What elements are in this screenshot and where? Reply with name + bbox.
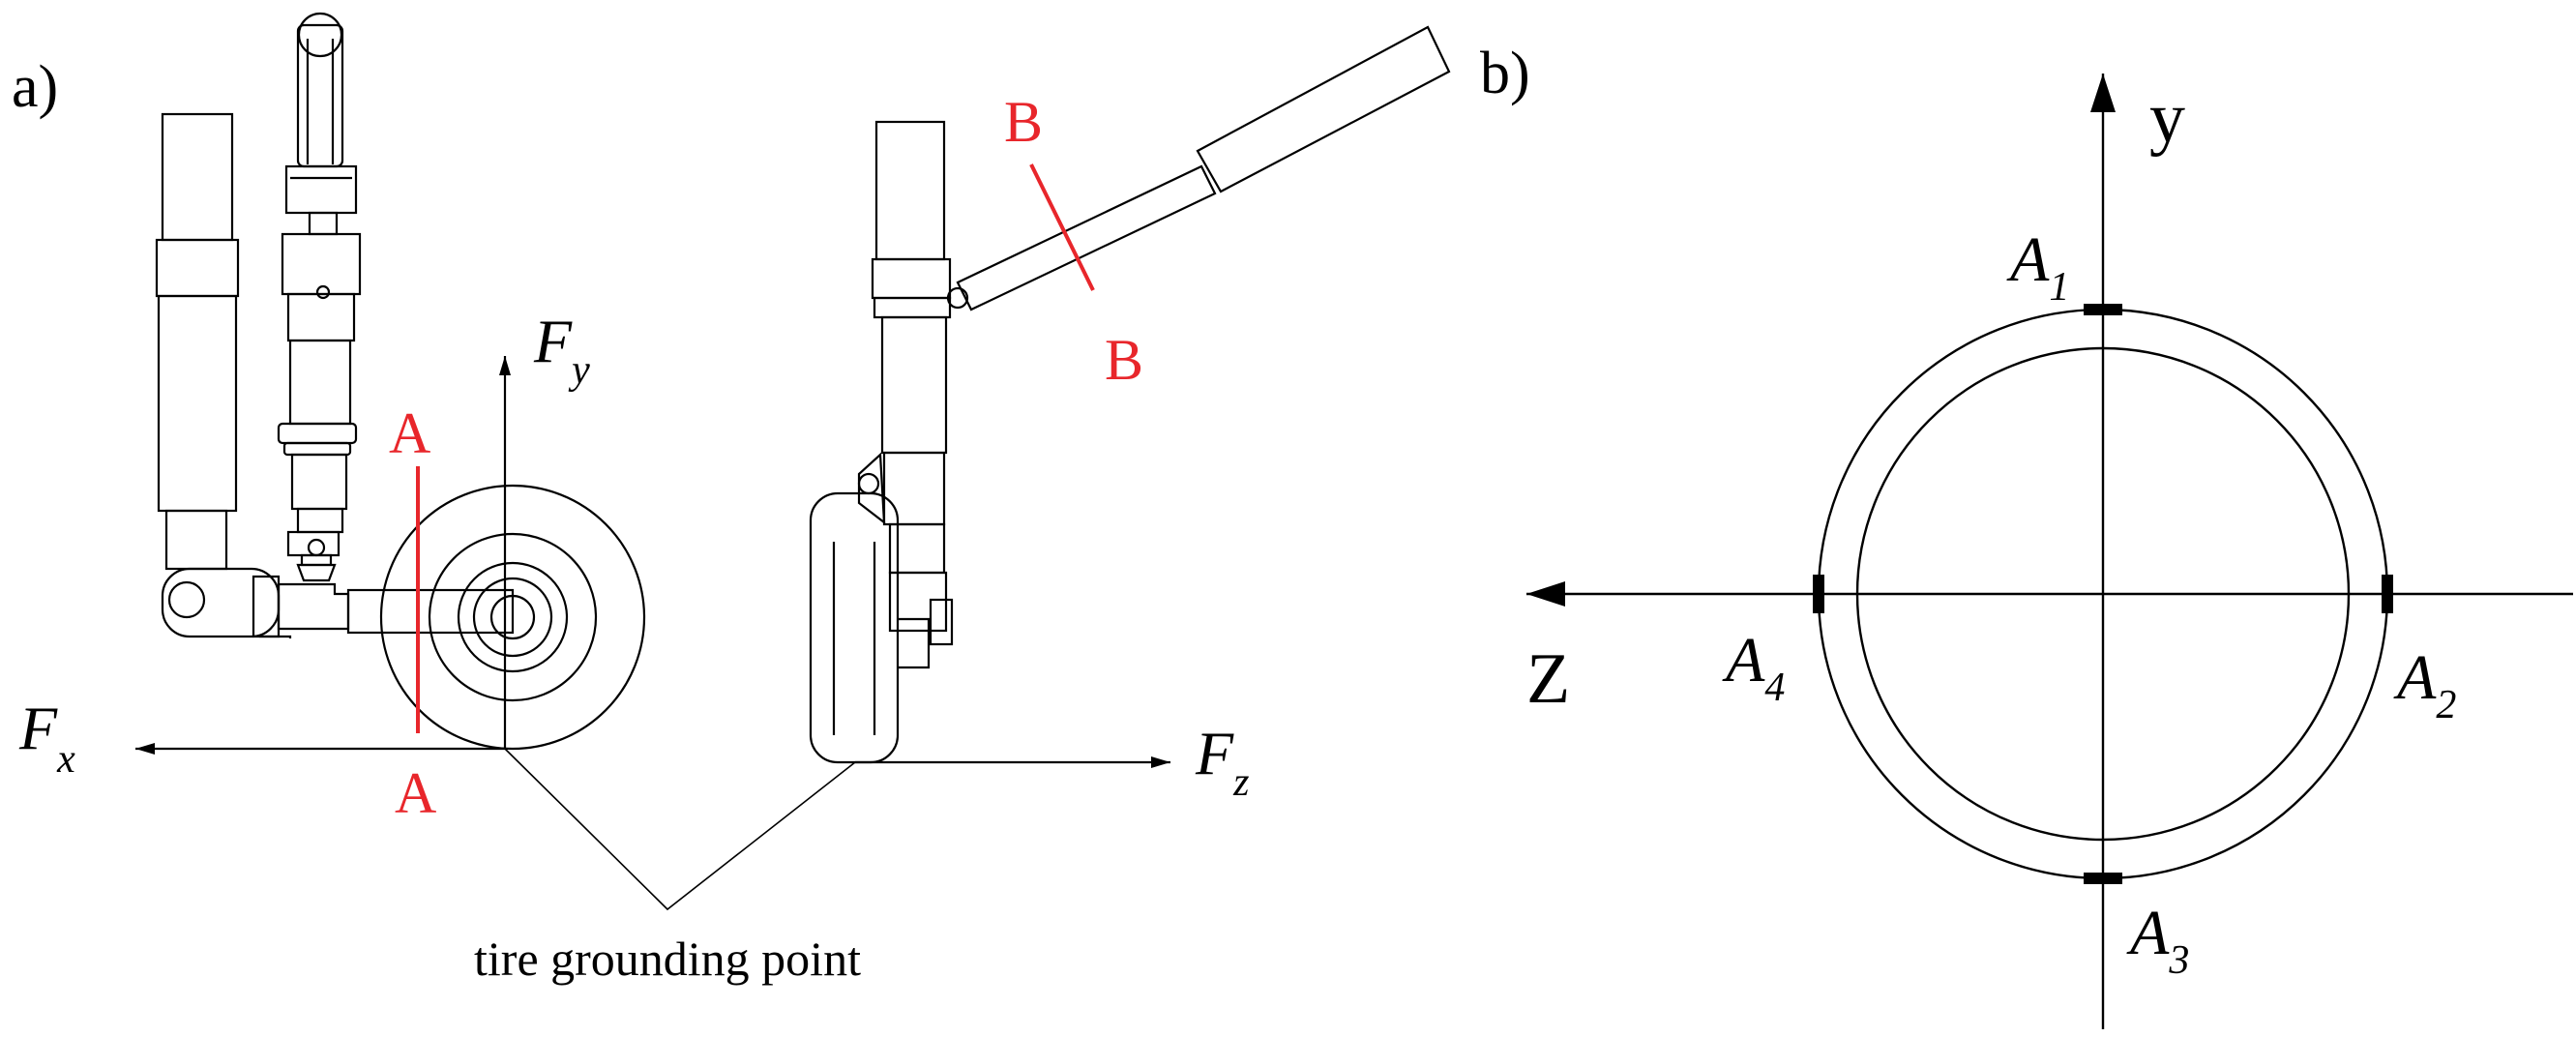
gauge-a2 bbox=[2382, 575, 2393, 613]
fx-label: Fx bbox=[18, 694, 75, 782]
section-a-top-label: A bbox=[389, 401, 430, 465]
section-b-bottom-label: B bbox=[1105, 328, 1143, 392]
gauge-a4 bbox=[1813, 575, 1824, 613]
fy-label: Fy bbox=[533, 307, 590, 393]
label-a3: A3 bbox=[2126, 898, 2189, 983]
gauge-a1 bbox=[2084, 304, 2122, 315]
section-a-bottom-label: A bbox=[395, 761, 436, 825]
section-b-b: B B bbox=[1004, 90, 1143, 392]
landing-gear-side-view bbox=[155, 12, 646, 751]
panel-b: b) y Z A1 A2 A3 A4 bbox=[1480, 41, 2573, 1029]
grounding-point-annotation: tire grounding point bbox=[474, 932, 861, 986]
panel-a: a) bbox=[12, 12, 1451, 986]
label-a4: A4 bbox=[1722, 625, 1785, 710]
section-b-line bbox=[1029, 163, 1095, 291]
panel-b-label: b) bbox=[1480, 41, 1530, 106]
z-axis-label: Z bbox=[1526, 639, 1570, 719]
landing-gear-front-view bbox=[809, 25, 1451, 764]
fz-label: Fz bbox=[1195, 719, 1249, 805]
tube-inner-circle bbox=[1855, 346, 2351, 842]
gauge-a3 bbox=[2084, 873, 2122, 884]
section-a-a: A A bbox=[389, 401, 436, 825]
grounding-point-leader bbox=[504, 748, 856, 911]
label-a1: A1 bbox=[2006, 224, 2069, 310]
label-a2: A2 bbox=[2393, 642, 2456, 727]
y-axis-label: y bbox=[2149, 78, 2185, 158]
section-b-top-label: B bbox=[1004, 90, 1043, 154]
panel-a-label: a) bbox=[12, 54, 58, 120]
